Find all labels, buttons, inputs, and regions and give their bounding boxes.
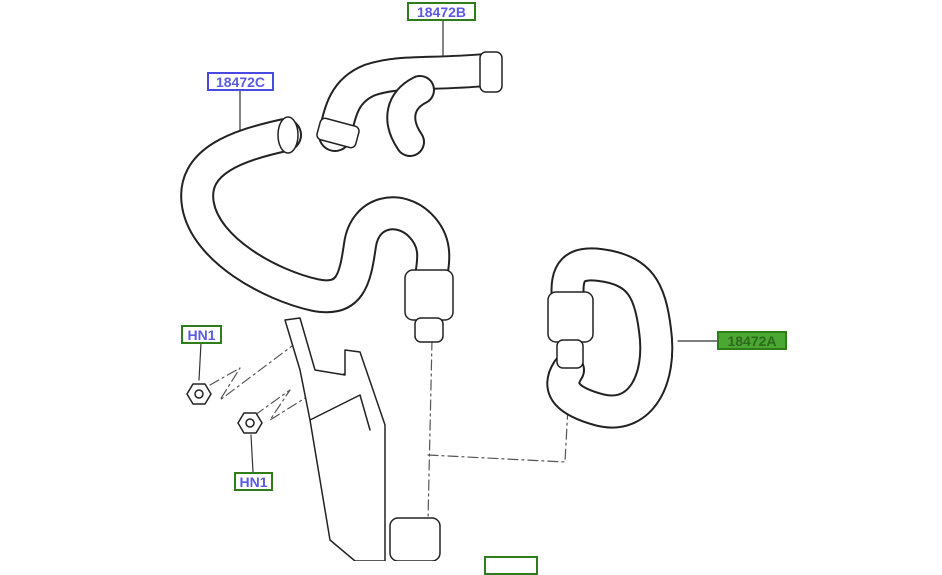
hose-18472a — [546, 247, 674, 429]
hose-18472c — [180, 118, 451, 314]
parts-diagram — [180, 19, 718, 561]
callout-partial[interactable] — [484, 556, 538, 575]
connectors — [277, 51, 594, 561]
callout-18472a-selected[interactable]: 18472A — [717, 331, 787, 350]
hose-18472b — [318, 53, 502, 157]
assembly-lines — [209, 339, 571, 521]
callout-18472c[interactable]: 18472C — [207, 72, 274, 91]
callout-hn1-bottom[interactable]: HN1 — [234, 472, 273, 491]
callout-hn1-top[interactable]: HN1 — [181, 325, 222, 344]
callout-18472b[interactable]: 18472B — [407, 2, 476, 21]
leader-lines — [198, 19, 718, 473]
bracket — [284, 317, 386, 561]
